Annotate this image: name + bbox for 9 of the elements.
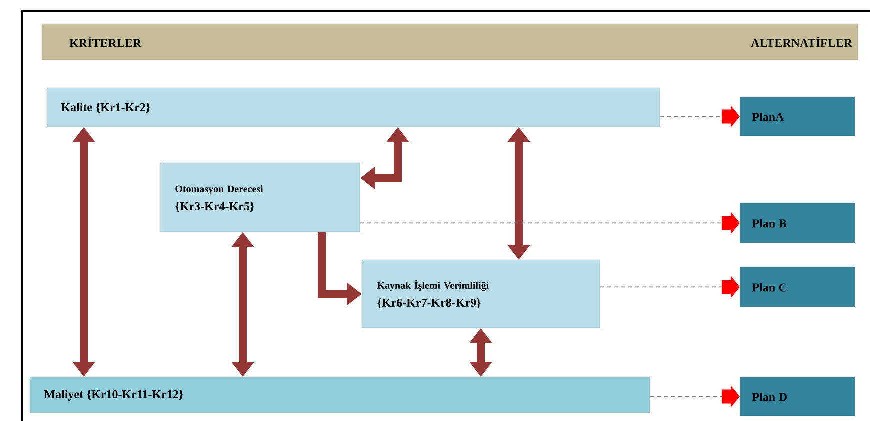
alternative-box: Plan C — [740, 267, 856, 308]
criterion-box: Kaynak İşlemi Verimliliği {Kr6-Kr7-Kr8-Kr9} — [362, 260, 600, 328]
criterion-box: Otomasyon Derecesi {Kr3-Kr4-Kr5} — [160, 163, 360, 232]
header-band: KRİTERLER ALTERNATİFLER — [42, 24, 858, 60]
criterion-box: Kalite {Kr1-Kr2} — [47, 88, 660, 128]
alternative-box: Plan B — [740, 203, 856, 244]
criterion-box: Maliyet {Kr10-Kr11-Kr12} — [30, 377, 650, 414]
alternative-box: PlanA — [740, 97, 856, 136]
alternative-box: Plan D — [740, 377, 856, 416]
